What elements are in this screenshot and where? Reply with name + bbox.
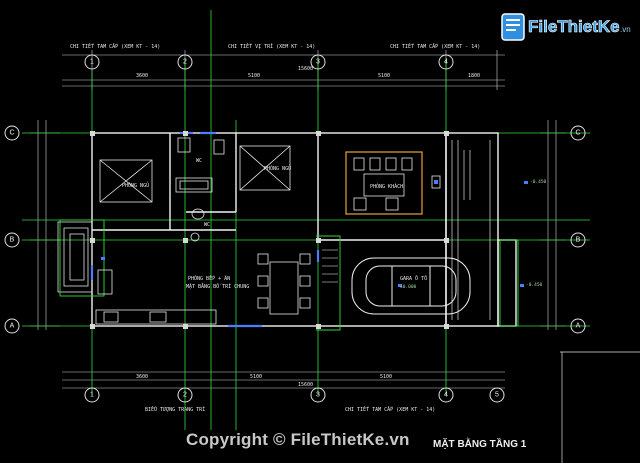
grid-bubble-top-1: 1: [84, 54, 100, 70]
grid-bubble-right-c: C: [570, 125, 586, 141]
kitchen-counter: [95, 269, 217, 325]
bottom-dimensions: [62, 371, 505, 389]
room-label-bedroom-2: PHÒNG NGỦ: [264, 164, 291, 172]
svg-text:3600: 3600: [136, 374, 148, 380]
dining-table: [257, 253, 311, 315]
grid-bubble-bottom-1: 1: [84, 387, 100, 403]
room-label-garage: GARA Ô TÔ: [400, 275, 427, 282]
room-label-wc-2: WC: [204, 222, 210, 228]
room-label-living: PHÒNG KHÁCH: [370, 183, 403, 190]
grid-bubble-bottom-5: 5: [489, 387, 505, 403]
svg-text:BIỂU TƯỢNG TRANG TRÍ: BIỂU TƯỢNG TRANG TRÍ: [145, 405, 205, 413]
right-terrace: [451, 140, 491, 320]
grid-bubbles-right: C B A: [570, 125, 586, 334]
grid-bubble-top-3: 3: [310, 54, 326, 70]
svg-text:CHI TIẾT VỊ TRÍ (XEM KT - 14): CHI TIẾT VỊ TRÍ (XEM KT - 14): [228, 42, 315, 50]
svg-text:B: B: [576, 237, 581, 244]
grid-bubble-bottom-2: 2: [177, 387, 193, 403]
bottom-dim-labels: 3600 5100 5100 15600 BIỂU TƯỢNG TRANG TR…: [136, 374, 435, 413]
living-furniture: [353, 157, 441, 211]
svg-text:A: A: [576, 323, 581, 330]
grid-bubbles-top: 1 2 3 4: [84, 54, 454, 70]
room-labels: PHÒNG NGỦ PHÒNG NGỦ WC WC PHÒNG KHÁCH PH…: [122, 158, 547, 290]
svg-text:4: 4: [444, 59, 448, 66]
brand-tld: .vn: [620, 25, 631, 34]
svg-text:CHI TIẾT TAM CẤP (XEM KT - 14): CHI TIẾT TAM CẤP (XEM KT - 14): [345, 405, 435, 413]
svg-text:2: 2: [183, 59, 187, 66]
grid-bubbles-left: C B A: [4, 125, 20, 334]
grid-bubble-top-4: 4: [438, 54, 454, 70]
svg-text:3600: 3600: [136, 73, 148, 79]
wc-fixtures: [175, 137, 225, 242]
grid-bubble-right-a: A: [570, 318, 586, 334]
living-sofa-set: [345, 151, 423, 215]
grid-bubble-left-c: C: [4, 125, 20, 141]
bed-1: [99, 159, 153, 203]
elevation-right-2: -0.450: [526, 282, 543, 288]
grid-bubble-left-a: A: [4, 318, 20, 334]
room-label-dining-note: MẶT BẰNG BỐ TRÍ CHUNG: [186, 282, 249, 290]
grid-bubble-bottom-3: 3: [310, 387, 326, 403]
grid-bubbles-bottom: 1 2 3 4 5: [84, 387, 505, 403]
brand-name: FileThietKe: [528, 17, 620, 36]
svg-text:4: 4: [444, 392, 448, 399]
svg-text:3: 3: [316, 392, 320, 399]
svg-text:A: A: [10, 323, 15, 330]
plan-title: MẶT BẰNG TẦNG 1: [433, 439, 527, 450]
svg-text:C: C: [575, 130, 580, 137]
grid-bubble-top-2: 2: [177, 54, 193, 70]
top-dim-labels: CHI TIẾT TAM CẤP (XEM KT - 14) CHI TIẾT …: [70, 42, 480, 79]
openings: [90, 131, 320, 328]
elevation-garage: ±0.000: [400, 284, 417, 290]
walls: [91, 132, 517, 327]
svg-text:C: C: [9, 130, 14, 137]
svg-text:5100: 5100: [248, 73, 260, 79]
svg-text:1: 1: [90, 59, 94, 66]
left-terrace: [57, 221, 93, 293]
grid-bubble-left-b: B: [4, 232, 20, 248]
svg-text:3: 3: [316, 59, 320, 66]
svg-text:CHI TIẾT TAM CẤP (XEM KT - 14): CHI TIẾT TAM CẤP (XEM KT - 14): [70, 42, 160, 50]
grid-bubble-bottom-4: 4: [438, 387, 454, 403]
brand-logo: FileThietKe .vn: [501, 13, 631, 41]
svg-text:2: 2: [183, 392, 187, 399]
svg-text:5100: 5100: [250, 374, 262, 380]
svg-text:B: B: [10, 237, 15, 244]
garage-entry-stairs: [322, 249, 338, 283]
bed-2: [239, 145, 291, 191]
svg-text:15600: 15600: [298, 66, 313, 72]
elevation-right: -0.450: [530, 179, 547, 185]
elevation-markers: [101, 180, 528, 287]
svg-text:1800: 1800: [468, 73, 480, 79]
folder-icon: [501, 13, 525, 41]
sheet-frame: [560, 351, 640, 463]
structural-columns: [90, 131, 449, 329]
garage-car: [351, 257, 471, 315]
room-label-kitchen: PHÒNG BẾP + ĂN: [188, 274, 230, 282]
room-label-wc-1: WC: [196, 158, 202, 164]
svg-text:5100: 5100: [378, 73, 390, 79]
svg-text:1: 1: [90, 392, 94, 399]
room-label-bedroom-1: PHÒNG NGỦ: [122, 181, 149, 189]
svg-text:CHI TIẾT TAM CẤP (XEM KT - 14): CHI TIẾT TAM CẤP (XEM KT - 14): [390, 42, 480, 50]
svg-text:15600: 15600: [298, 382, 313, 388]
svg-text:5100: 5100: [380, 374, 392, 380]
grid-bubble-right-b: B: [570, 232, 586, 248]
copyright-watermark: Copyright © FileThietKe.vn: [186, 430, 410, 449]
svg-text:5: 5: [495, 392, 499, 399]
